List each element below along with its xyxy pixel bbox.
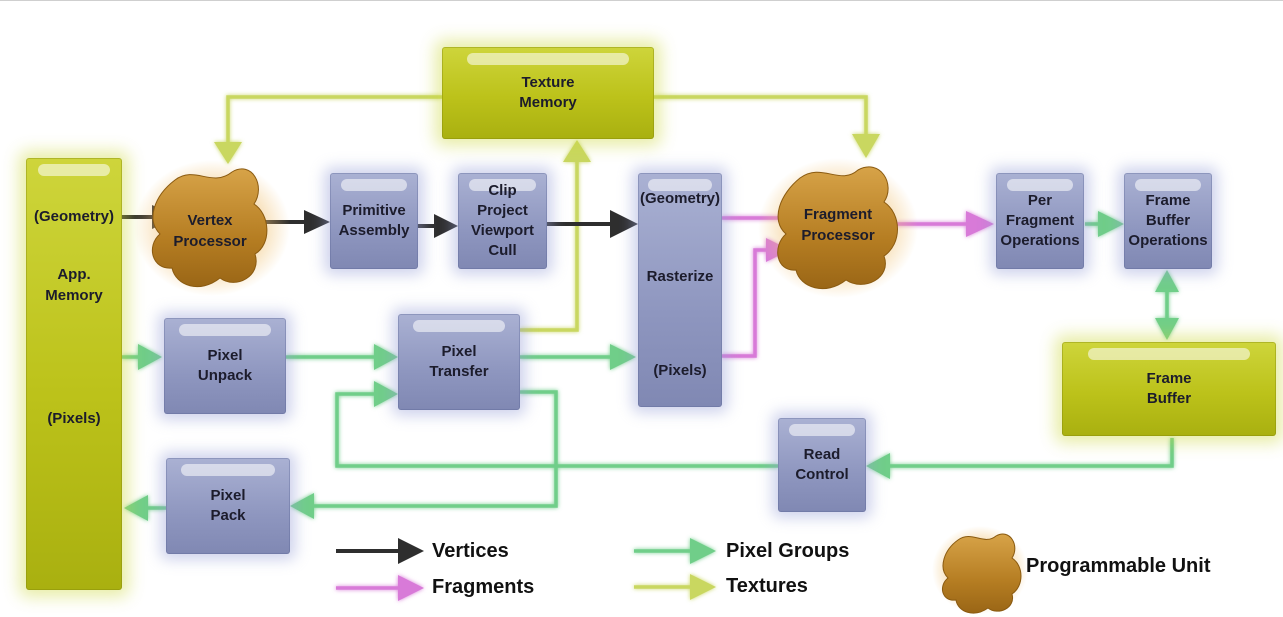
legend-textures-arrow xyxy=(634,574,716,600)
legend-vertices-arrow xyxy=(336,538,424,564)
transfer-to-pack-arrowhead xyxy=(290,493,314,519)
pixel-pack-box: Pixel Pack xyxy=(166,458,290,554)
unpack-to-transfer-arrowhead xyxy=(374,344,398,370)
primitive-assembly-box: Primitive Assembly xyxy=(330,173,418,269)
rasterize-label: Rasterize xyxy=(646,268,714,285)
raster-pixels-to-fragment-line xyxy=(722,248,770,358)
texture-to-vertex-line xyxy=(226,95,442,148)
frame-buffer-label: Frame Buffer xyxy=(1146,370,1192,407)
rasterize-geometry-label: (Geometry) xyxy=(639,190,721,207)
legend-vertices-label: Vertices xyxy=(432,540,509,562)
legend-programmable-label: Programmable Unit xyxy=(1026,555,1211,577)
texture-to-fragment-arrowhead xyxy=(852,134,880,158)
transfer-to-pack-line xyxy=(312,390,558,508)
per-fragment-box: Per Fragment Operations xyxy=(996,173,1084,269)
frame-buffer-box: Frame Buffer xyxy=(1062,342,1276,436)
transfer-to-raster-arrowhead xyxy=(610,344,636,370)
texture-to-fragment-line xyxy=(654,95,868,138)
read-control-box: Read Control xyxy=(778,418,866,512)
framebuffer-to-readcontrol-line xyxy=(888,438,1174,468)
vertex-processor-label: Vertex Processor xyxy=(173,212,247,250)
app-memory-label: App. Memory xyxy=(45,266,103,304)
pixel-pack-label: Pixel Pack xyxy=(210,487,246,524)
legend-pixel-groups-label: Pixel Groups xyxy=(726,540,850,562)
texture-lines xyxy=(214,95,880,332)
app-memory-box xyxy=(26,158,122,590)
legend-textures-label: Textures xyxy=(726,575,808,597)
clip-to-raster-arrowhead xyxy=(610,210,638,238)
pixeltransfer-to-texture-arrowhead xyxy=(563,140,591,162)
fragment-processor-label: Fragment Processor xyxy=(801,206,875,244)
readcontrol-to-transfer-arrowhead xyxy=(374,381,398,407)
legend-pixel-groups-arrow xyxy=(634,538,716,564)
legend-fragments-arrow xyxy=(336,575,424,601)
legend-programmable-blob-icon xyxy=(932,526,1028,614)
perfragment-to-fbops-arrowhead xyxy=(1098,211,1124,237)
pixel-transfer-box: Pixel Transfer xyxy=(398,314,520,410)
texture-memory-label: Texture Memory xyxy=(519,74,577,111)
texture-memory-box: Texture Memory xyxy=(442,47,654,139)
fbops-up-arrowhead xyxy=(1155,270,1179,292)
clip-box: Clip Project Viewport Cull xyxy=(458,173,547,269)
top-border xyxy=(0,0,1283,1)
vertex-processor-blob xyxy=(134,160,290,296)
read-control-label: Read Control xyxy=(795,446,849,483)
fragment-to-perfragment-arrowhead xyxy=(966,211,994,237)
appmem-to-unpack-arrowhead xyxy=(138,344,162,370)
pixel-transfer-label: Pixel Transfer xyxy=(429,343,489,380)
rasterize-box xyxy=(638,173,722,407)
app-memory-geometry-label: (Geometry) xyxy=(33,208,115,225)
pixeltransfer-to-texture-line xyxy=(520,158,579,332)
texture-to-vertex-arrowhead xyxy=(214,142,242,164)
per-fragment-label: Per Fragment Operations xyxy=(1000,192,1080,249)
rasterize-pixels-label: (Pixels) xyxy=(653,362,707,379)
framebuffer-to-readcontrol-arrowhead xyxy=(866,453,890,479)
pack-to-appmem-arrowhead xyxy=(124,495,148,521)
fragment-processor-blob xyxy=(758,158,918,298)
vertex-to-primitive-arrowhead xyxy=(304,210,330,234)
legend-fragments-label: Fragments xyxy=(432,576,535,598)
pixel-group-lines xyxy=(122,211,1179,521)
app-memory-pixels-label: (Pixels) xyxy=(47,410,101,427)
pixel-unpack-box: Pixel Unpack xyxy=(164,318,286,414)
primitive-to-clip-arrowhead xyxy=(434,214,458,238)
frame-buffer-ops-label: Frame Buffer Operations xyxy=(1128,192,1208,249)
frame-buffer-ops-box: Frame Buffer Operations xyxy=(1124,173,1212,269)
framebuffer-down-arrowhead xyxy=(1155,318,1179,340)
clip-label: Clip Project Viewport Cull xyxy=(470,182,535,259)
pixel-unpack-label: Pixel Unpack xyxy=(197,347,253,384)
primitive-assembly-label: Primitive Assembly xyxy=(338,202,410,239)
